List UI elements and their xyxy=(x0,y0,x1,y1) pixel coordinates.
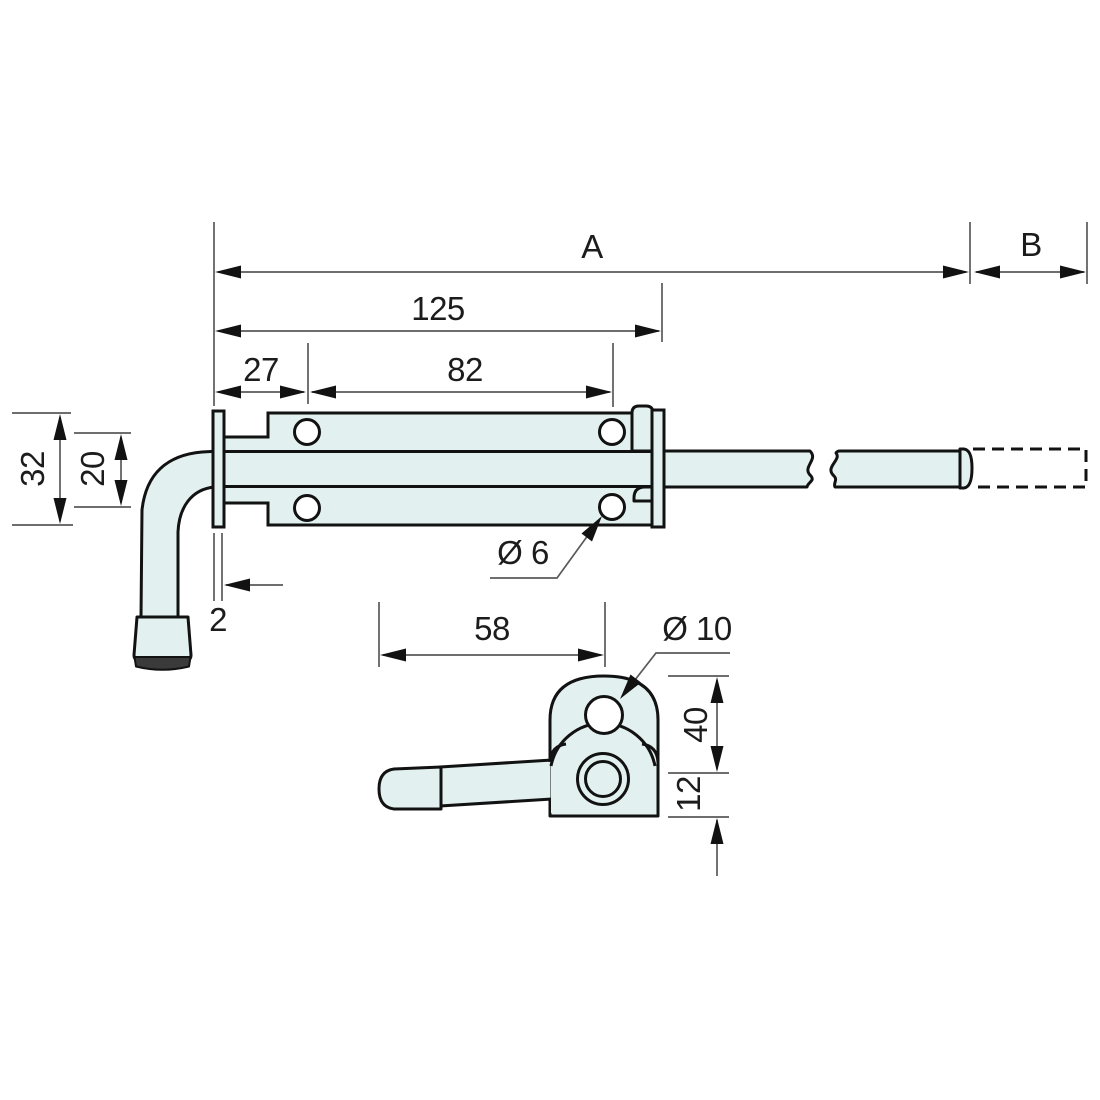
screw-hole-top-left xyxy=(293,418,321,446)
dim-label-hole-6: Ø 6 xyxy=(497,534,549,571)
arrow-125-left xyxy=(215,324,241,338)
arrow-58-left xyxy=(380,648,406,662)
rod-bore-inner-ring xyxy=(584,760,622,798)
rod-end-cap xyxy=(958,447,974,490)
dim-label-27: 27 xyxy=(243,351,279,388)
arrow-20-down xyxy=(114,480,128,506)
dim-label-125: 125 xyxy=(411,290,465,327)
dim-label-2: 2 xyxy=(209,601,227,638)
handle-tube xyxy=(139,449,222,619)
keeper-screw-hole xyxy=(584,695,624,735)
dim-label-B: B xyxy=(1020,226,1042,263)
guide-strap xyxy=(630,404,655,453)
arrow-82-right xyxy=(586,385,612,399)
arrow-40-up xyxy=(710,677,724,703)
upper-view-bolt xyxy=(132,404,1088,671)
screw-hole-top-right xyxy=(598,418,626,446)
arrow-27-left xyxy=(215,385,241,399)
arrow-40-down xyxy=(710,746,724,772)
arrow-20-up xyxy=(114,434,128,460)
arrow-27-right xyxy=(280,385,306,399)
arrow-58-right xyxy=(578,648,604,662)
screw-hole-bottom-left xyxy=(293,494,321,522)
rod-segment-right xyxy=(829,449,963,489)
dim-label-58: 58 xyxy=(474,610,510,647)
dim-label-20: 20 xyxy=(74,451,111,487)
arrow-125-right xyxy=(635,324,661,338)
arrow-32-down xyxy=(53,498,67,524)
flange-plate xyxy=(211,409,226,529)
arrow-A-left xyxy=(215,265,241,279)
arrow-B-right xyxy=(1060,265,1086,279)
dim-label-82: 82 xyxy=(447,351,483,388)
arrow-A-right xyxy=(943,265,969,279)
guide-strap-tab xyxy=(632,485,655,503)
dim-label-40: 40 xyxy=(677,707,714,743)
dim-label-32: 32 xyxy=(14,451,51,487)
dim-label-12: 12 xyxy=(670,776,707,812)
end-bar xyxy=(650,408,666,529)
hub-fillet-left xyxy=(548,742,567,763)
arrow-hole-10-leader xyxy=(620,674,641,699)
backplate xyxy=(221,411,659,527)
dimensions: A B 125 27 82 32 20 2 Ø 6 58 Ø 10 40 12 xyxy=(12,222,1088,876)
rod-segment-left xyxy=(658,449,815,489)
handle-grip-end-face xyxy=(133,656,192,671)
hub-fillet-right xyxy=(641,742,660,763)
leader-line-hole-6 xyxy=(490,519,600,579)
arrow-12-up xyxy=(710,818,724,844)
handle-grip xyxy=(132,615,193,662)
arrow-82-left xyxy=(310,385,336,399)
dim-label-A: A xyxy=(581,228,603,265)
dim-label-hole-10: Ø 10 xyxy=(662,610,732,647)
rod-phantom-extension xyxy=(973,447,1088,489)
arrow-hole-6-leader xyxy=(581,516,602,542)
lower-view-keeper xyxy=(377,674,660,818)
arrow-B-left xyxy=(974,265,1000,279)
arrow-2-left xyxy=(224,578,250,592)
arrow-32-up xyxy=(53,414,67,440)
keeper-handle-grip xyxy=(377,765,443,811)
keeper-handle-shaft xyxy=(438,758,554,808)
screw-hole-bottom-right xyxy=(598,493,626,521)
